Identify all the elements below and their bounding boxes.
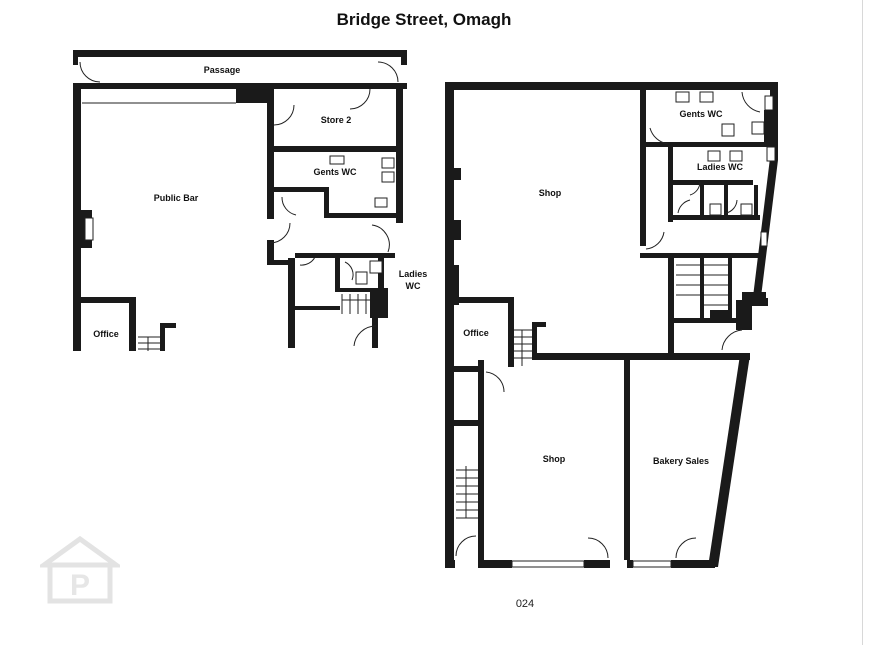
- watermark-letter: P: [70, 569, 90, 602]
- room-label-public-bar: Public Bar: [154, 193, 199, 203]
- right-floor-plan: Gents WC Ladies WC Shop Office Shop Bake…: [445, 82, 778, 568]
- room-label-store-2: Store 2: [321, 115, 352, 125]
- room-label-bakery-sales: Bakery Sales: [653, 456, 709, 466]
- room-label-passage: Passage: [204, 65, 241, 75]
- plan-title: Bridge Street, Omagh: [336, 10, 512, 29]
- room-label-shop-lower: Shop: [543, 454, 566, 464]
- room-label-office-right: Office: [463, 328, 489, 338]
- room-label-shop-upper: Shop: [539, 188, 562, 198]
- left-floor-plan: Passage Store 2 Public Bar Gents WC Ladi…: [73, 50, 427, 351]
- room-label-gents-wc-right: Gents WC: [679, 109, 723, 119]
- scan-edge-line: [862, 0, 863, 645]
- room-label-ladies-wc-left-line1: Ladies: [399, 269, 428, 279]
- room-label-ladies-wc-right: Ladies WC: [697, 162, 744, 172]
- room-label-office-left: Office: [93, 329, 119, 339]
- watermark-logo: P: [40, 535, 120, 604]
- room-label-ladies-wc-left-line2: WC: [406, 281, 421, 291]
- room-label-gents-wc-left: Gents WC: [313, 167, 357, 177]
- page-number: 024: [515, 598, 535, 610]
